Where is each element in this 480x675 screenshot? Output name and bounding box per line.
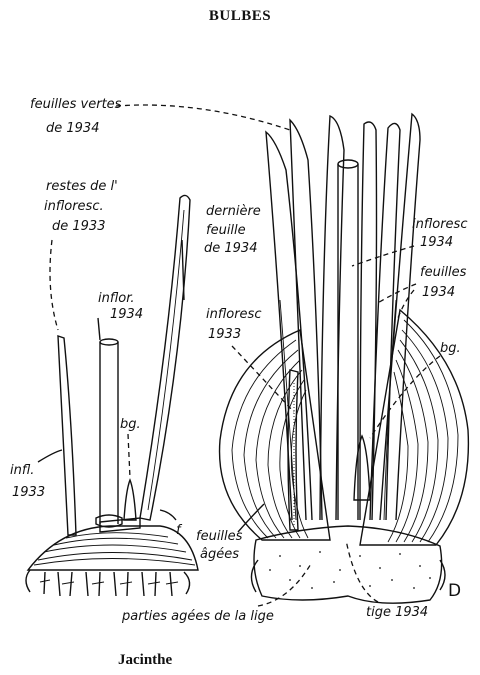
- label-feuilles-1934-year: 1934: [422, 285, 455, 300]
- label-infloresc-1934: infloresc: [412, 217, 467, 232]
- label-d: D: [448, 581, 461, 601]
- label-feuilles-1934: feuilles: [420, 265, 467, 280]
- label-restes: restes de l': [46, 179, 118, 194]
- label-derniere: dernière: [206, 204, 261, 219]
- label-feuilles-agees-2: âgées: [200, 547, 239, 562]
- label-restes-year: de 1933: [52, 219, 105, 234]
- left-base-hatching: [34, 533, 195, 565]
- label-infloresc-1933: infloresc: [206, 307, 261, 322]
- right-roots-left: [251, 560, 258, 592]
- left-bulb-figure: [26, 195, 198, 596]
- label-infloresc-1933-year: 1933: [208, 327, 241, 342]
- right-bulb-figure: [220, 114, 469, 603]
- label-infl: infl.: [10, 463, 34, 478]
- label-derniere-year: de 1934: [204, 241, 257, 256]
- figure-caption: Jacinthe: [118, 652, 172, 669]
- left-bud: [124, 480, 136, 520]
- old-inflorescence-1933: [288, 370, 298, 530]
- label-inflor: inflor.: [98, 291, 135, 306]
- label-restes-infloresc: infloresc.: [44, 199, 104, 214]
- label-derniere-feuille: feuille: [206, 223, 246, 238]
- label-bg-right: bg.: [440, 341, 461, 356]
- bulb-outer-left: [220, 330, 330, 540]
- label-inflor-year: 1934: [110, 307, 143, 322]
- label-bg-left: bg.: [120, 417, 141, 432]
- left-old-inflorescence: [58, 336, 76, 535]
- bulb-base-plate: [254, 526, 442, 603]
- inflorescence-1934: [338, 160, 358, 520]
- right-bud: [354, 436, 370, 500]
- label-infl-year: 1933: [12, 485, 45, 500]
- label-feuilles-vertes-year: de 1934: [46, 121, 99, 136]
- label-infloresc-1934-year: 1934: [420, 235, 453, 250]
- label-feuilles-vertes: feuilles vertes: [30, 97, 122, 112]
- left-roots: [26, 570, 190, 596]
- label-parties-agees: parties agées de la lige: [121, 609, 274, 624]
- green-leaves-1934: [266, 114, 420, 520]
- label-tige: tige 1934: [366, 605, 428, 620]
- label-feuilles-agees: feuilles: [196, 529, 243, 544]
- left-inflorescence-1934: [96, 339, 122, 527]
